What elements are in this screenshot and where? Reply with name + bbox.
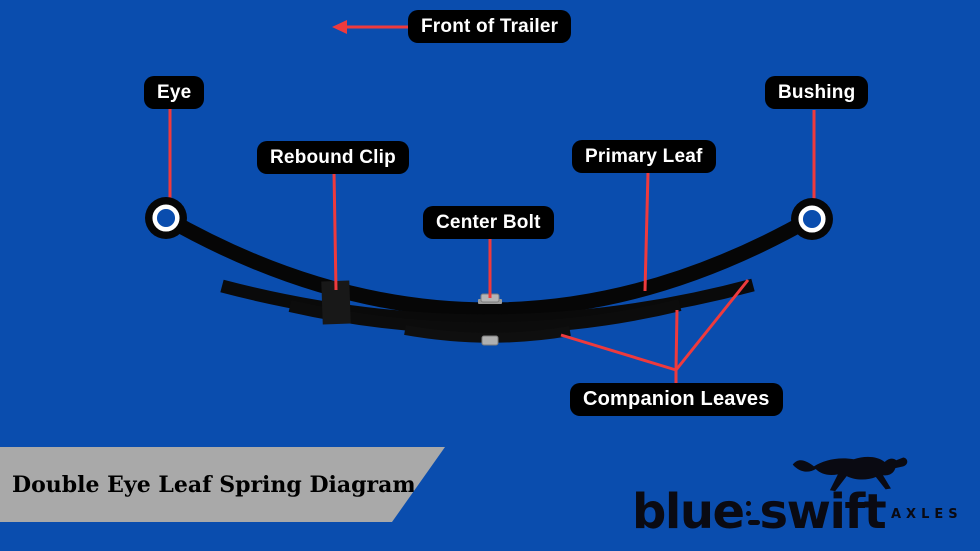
companion-leaf-leader-line-middle <box>674 309 679 371</box>
brand-part1: blue <box>632 484 745 540</box>
companion-leaf-leader-line-left <box>560 333 677 372</box>
brand-wordmark: blue swift <box>632 484 887 540</box>
blueswift-logo: blue swift AXLES <box>628 448 973 548</box>
companion-leaf-leader-line-right <box>674 279 750 371</box>
bushing-label: Bushing <box>765 76 869 109</box>
eye-label: Eye <box>144 76 205 109</box>
brand-part2: swift <box>759 484 887 540</box>
center-bolt-nut <box>481 335 499 346</box>
page-title: Double Eye Leaf Spring Diagram <box>12 471 416 498</box>
title-banner: Double Eye Leaf Spring Diagram <box>0 447 445 522</box>
primary-leaf-label: Primary Leaf <box>572 140 716 173</box>
front-of-trailer-label: Front of Trailer <box>408 10 572 43</box>
center-bolt-label: Center Bolt <box>423 206 554 239</box>
leader-lines <box>168 25 816 383</box>
left-eye-shape <box>145 197 187 239</box>
front-of-trailer-arrowhead-icon <box>332 20 347 34</box>
running-cheetah-icon <box>792 456 908 492</box>
brand-suffix: AXLES <box>891 507 963 522</box>
right-eye-bushing-shape <box>791 198 833 240</box>
rebound-clip-label: Rebound Clip <box>257 141 409 174</box>
rebound-clip-shape <box>321 280 351 325</box>
rebound-clip-leader-line <box>332 171 338 291</box>
logo-connector-icon <box>744 494 760 530</box>
primary-leaf-shape <box>158 210 820 318</box>
companion-leaves-label: Companion Leaves <box>570 383 783 416</box>
primary-leaf-leader-line <box>643 171 650 292</box>
